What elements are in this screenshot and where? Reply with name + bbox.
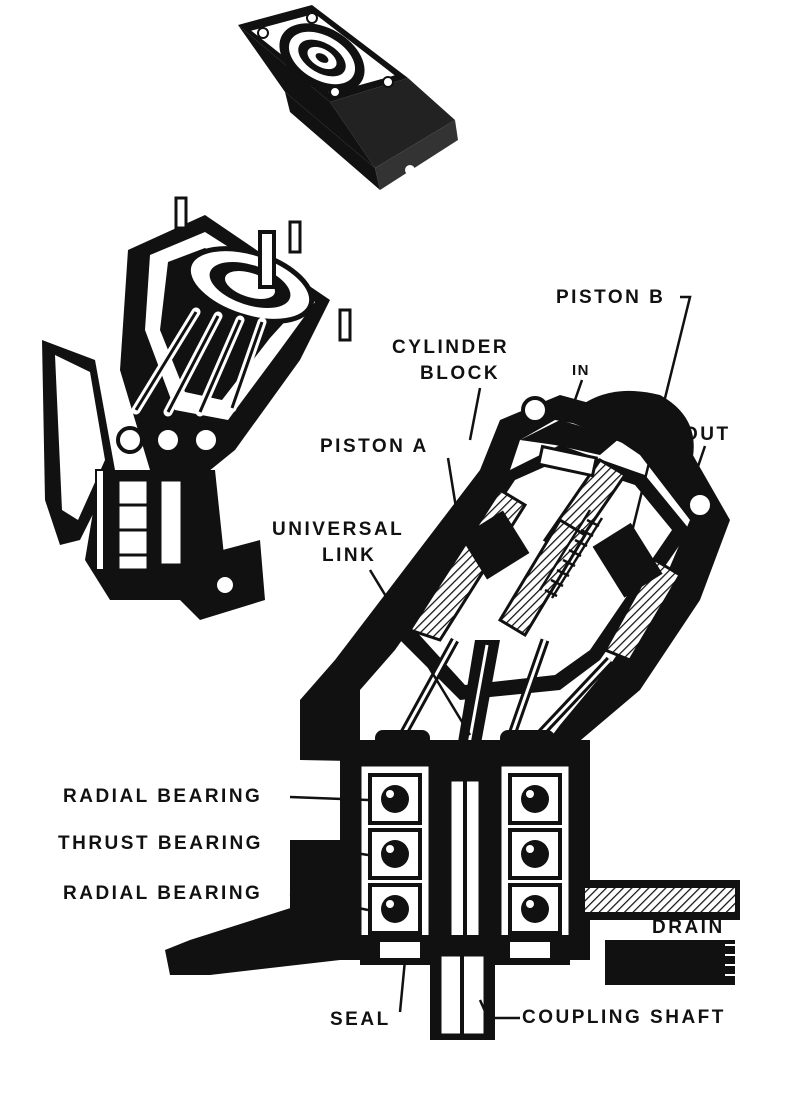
label-seal: SEAL <box>330 1009 391 1030</box>
label-cylinder-block-line2: BLOCK <box>420 363 501 384</box>
leader-piston-b <box>623 295 692 561</box>
leader-radial-bearing-bottom <box>289 892 369 912</box>
label-radial-bearing-bottom: RADIAL BEARING <box>63 883 263 904</box>
end-cover-plate <box>238 5 458 190</box>
label-thrust-bearing: THRUST BEARING <box>58 833 263 854</box>
label-cylinder-block-line1: CYLINDER <box>392 337 510 358</box>
label-universal-link-line2: LINK <box>322 545 377 566</box>
leader-seal <box>398 959 407 1013</box>
label-coupling-shaft: COUPLING SHAFT <box>522 1007 726 1028</box>
label-piston-b: PISTON B <box>556 287 666 308</box>
label-radial-bearing-top: RADIAL BEARING <box>63 786 263 807</box>
leader-thrust-bearing <box>294 841 369 857</box>
leader-cylinder-block <box>468 387 482 441</box>
leader-lines <box>289 295 707 1020</box>
label-piston-a: PISTON A <box>320 436 429 457</box>
leader-radial-bearing-top <box>289 795 369 802</box>
label-out: OUT <box>683 424 731 445</box>
label-universal-link-line1: UNIVERSAL <box>272 519 405 540</box>
label-drain: DRAIN <box>652 917 725 938</box>
leader-in <box>566 379 584 421</box>
leader-coupling-shaft <box>478 999 520 1020</box>
leader-out <box>688 445 707 491</box>
leader-universal-link <box>368 569 472 736</box>
exploded-pump-housing <box>42 196 352 620</box>
label-in: IN <box>572 362 590 379</box>
leader-piston-a <box>446 457 460 521</box>
